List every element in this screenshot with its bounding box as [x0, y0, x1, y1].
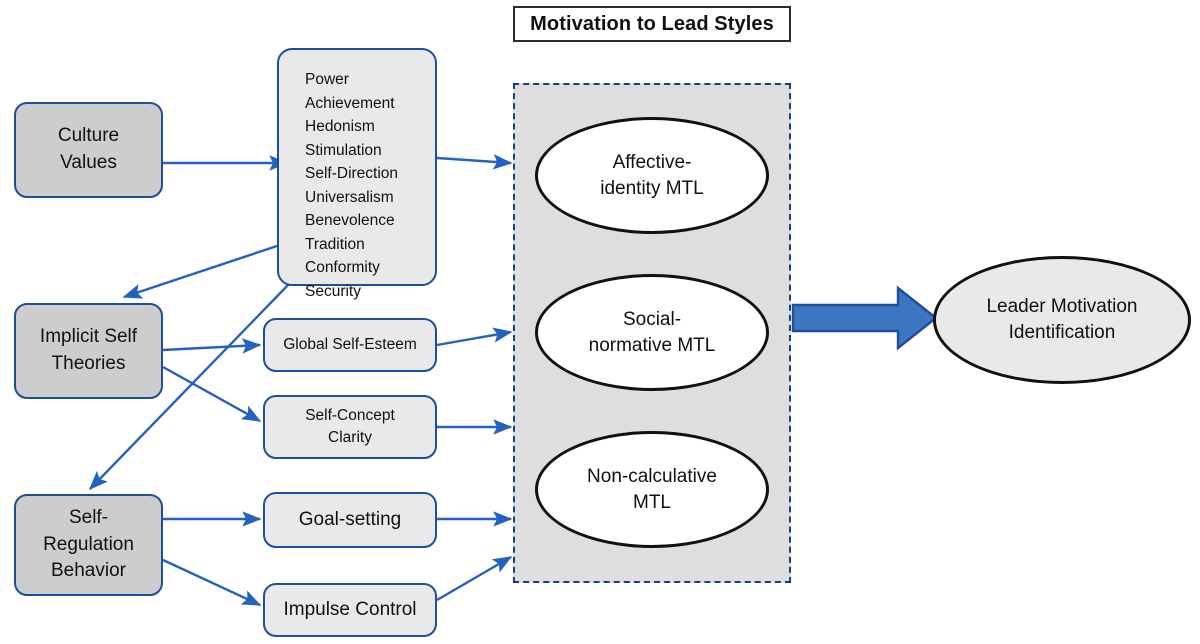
- node-non-calculative-mtl[interactable]: Non-calculative MTL: [535, 431, 769, 548]
- value-item: Stimulation: [305, 141, 382, 159]
- node-goal-setting[interactable]: Goal-setting: [263, 492, 437, 548]
- edge-selfreg-to-impulse: [162, 558, 262, 607]
- edge-esteem-to-mtl: [436, 327, 513, 347]
- edge-values-to-mtl: [436, 154, 513, 170]
- node-self-concept-clarity[interactable]: Self-Concept Clarity: [263, 395, 437, 459]
- value-item: Self-Direction: [305, 165, 399, 183]
- node-values-list[interactable]: Power Achievement Hedonism Stimulation S…: [277, 48, 437, 300]
- block-arrow-to-outcome: [791, 285, 938, 351]
- node-culture-values[interactable]: Culture Values: [14, 102, 163, 198]
- edge-implicit-to-esteem: [162, 338, 262, 354]
- edge-implicit-to-clarity: [162, 365, 262, 423]
- node-social-normative-mtl[interactable]: Social- normative MTL: [535, 274, 769, 391]
- node-self-regulation-behavior[interactable]: Self- Regulation Behavior: [14, 494, 163, 596]
- node-impulse-control[interactable]: Impulse Control: [263, 583, 437, 637]
- node-leader-motivation-identification[interactable]: Leader Motivation Identification: [933, 256, 1191, 384]
- value-item: Hedonism: [305, 118, 375, 136]
- value-item: Achievement: [305, 94, 395, 112]
- value-item: Universalism: [305, 188, 394, 206]
- value-item: Benevolence: [305, 212, 395, 230]
- banner-title: Motivation to Lead Styles: [513, 6, 791, 42]
- value-item: Tradition: [305, 235, 365, 253]
- edge-impulse-to-mtl: [436, 555, 513, 602]
- value-item: Power: [305, 71, 349, 88]
- edge-values-to-implicit: [122, 241, 287, 299]
- value-item: Security: [305, 282, 361, 300]
- values-list-items: Power Achievement Hedonism Stimulation S…: [279, 50, 435, 303]
- node-implicit-self-theories[interactable]: Implicit Self Theories: [14, 303, 163, 399]
- value-item: Conformity: [305, 259, 380, 277]
- node-global-self-esteem[interactable]: Global Self-Esteem: [263, 318, 437, 372]
- node-affective-identity-mtl[interactable]: Affective- identity MTL: [535, 117, 769, 234]
